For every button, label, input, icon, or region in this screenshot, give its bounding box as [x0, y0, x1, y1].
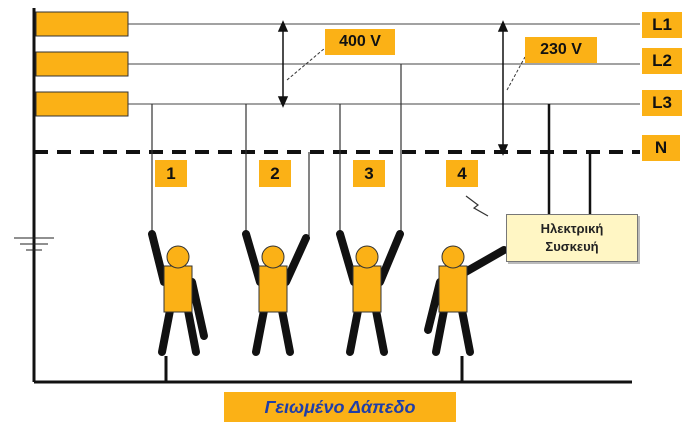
person-number-1: 1 — [155, 160, 187, 187]
person-1-figure — [148, 230, 208, 356]
winding-l1 — [35, 11, 129, 37]
grounded-floor-label: Γειωμένο Δάπεδο — [224, 392, 456, 422]
spark-icon — [465, 195, 489, 217]
person-2-figure — [242, 230, 310, 356]
device-label-line1: Ηλεκτρική — [540, 221, 604, 236]
label-l2: L2 — [642, 48, 682, 74]
person-number-2: 2 — [259, 160, 291, 187]
winding-l3 — [35, 91, 129, 117]
leader-400v — [286, 47, 326, 81]
device-label-line2: Συσκευή — [545, 239, 599, 254]
person-4-figure — [424, 245, 508, 356]
person-wires — [151, 64, 402, 236]
person-number-4: 4 — [446, 160, 478, 187]
label-l1: L1 — [642, 12, 682, 38]
label-n: N — [642, 135, 680, 161]
person-3-figure — [336, 230, 404, 356]
person-number-3: 3 — [353, 160, 385, 187]
label-l3: L3 — [642, 90, 682, 116]
voltage-400v-label: 400 V — [325, 29, 395, 55]
leader-230v — [506, 56, 526, 91]
arrow-400v — [277, 20, 289, 108]
electrical-device: Ηλεκτρική Συσκευή — [506, 214, 638, 262]
voltage-230v-label: 230 V — [525, 37, 597, 63]
winding-l2 — [35, 51, 129, 77]
arrow-230v — [497, 20, 509, 156]
earth-symbol — [14, 237, 54, 251]
